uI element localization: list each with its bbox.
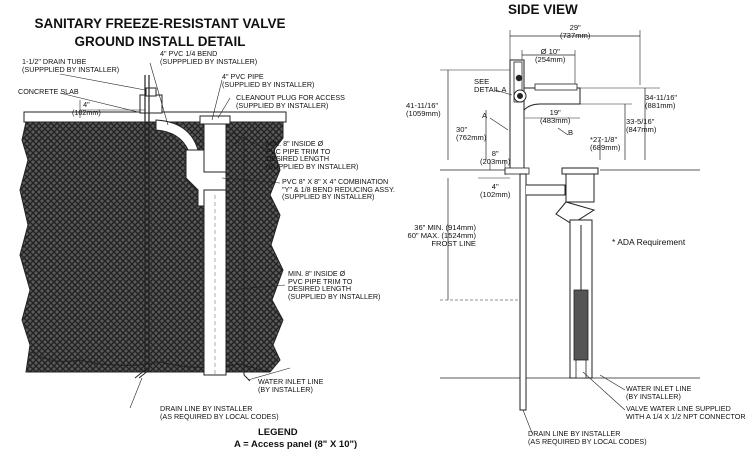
left-detail-drawing	[19, 62, 291, 409]
label-drain-tube: 1-1/2" DRAIN TUBE(SUPPPLIED BY INSTALLER…	[22, 57, 120, 74]
dim-19: 19"(483mm)	[540, 108, 571, 125]
freeze-valve	[573, 289, 589, 361]
legend-body: A = Access panel (8" X 10")	[234, 439, 358, 450]
side-view-title: SIDE VIEW	[508, 2, 578, 17]
side-view-drawing	[440, 30, 700, 434]
dim-29: 29"(737mm)	[560, 23, 591, 40]
dim-33: 33-5/16"(847mm)	[626, 117, 657, 134]
label-water-inlet-right: WATER INLET LINE(BY INSTALLER)	[626, 384, 692, 401]
label-concrete-slab: CONCRETE SLAB	[18, 87, 79, 96]
label-ada: * ADA Requirement	[612, 237, 686, 247]
label-drain-line-right: DRAIN LINE BY INSTALLER(AS REQUIRED BY L…	[528, 429, 647, 446]
dim-30: 30"(762mm)	[456, 125, 487, 142]
riser-pipe	[565, 171, 595, 203]
label-4in-left: 4"(102mm)	[72, 100, 101, 117]
fountain-bowl	[523, 87, 581, 112]
dim-4-right: 4"(102mm)	[480, 182, 511, 199]
label-water-inlet-left: WATER INLET LINE(BY INSTALLER)	[258, 377, 324, 394]
pvc-pipe-upper	[203, 121, 227, 173]
dim-10: Ø 10"(254mm)	[535, 47, 566, 64]
left-title-line-2: GROUND INSTALL DETAIL	[74, 34, 246, 49]
label-frost-line: 36" MIN. (914mm)60" MAX. (1524mm)FROST L…	[407, 223, 476, 248]
dim-41: 41-11/16"(1059mm)	[406, 101, 441, 118]
drain-pipe-vertical	[519, 173, 527, 411]
label-pvc-pipe: 4" PVC PIPE(SUPPLIED BY INSTALLER)	[222, 72, 315, 89]
dim-8: 8"(203mm)	[480, 149, 511, 166]
label-access-a: A	[482, 111, 488, 120]
label-b: B	[568, 128, 574, 137]
left-title-line-1: SANITARY FREEZE-RESISTANT VALVE	[34, 16, 286, 31]
label-combination: PVC 8" X 8" X 4" COMBINATION"Y" & 1/8 BE…	[282, 177, 395, 202]
label-cleanout: CLEANOUT PLUG FOR ACCESS(SUPPLIED BY INS…	[236, 93, 345, 110]
label-pvc-bend: 4" PVC 1/4 BEND(SUPPPLIED BY INSTALLER)	[160, 49, 258, 66]
valve-box	[139, 94, 163, 114]
legend-title: LEGEND	[258, 427, 298, 438]
label-drain-line-left: DRAIN LINE BY INSTALLER(AS REQUIRED BY L…	[160, 404, 279, 421]
diagram-drawing	[19, 30, 700, 434]
dim-27: *27-1/8"(689mm)	[590, 135, 621, 152]
dim-34: 34-11/16"(881mm)	[645, 93, 678, 110]
